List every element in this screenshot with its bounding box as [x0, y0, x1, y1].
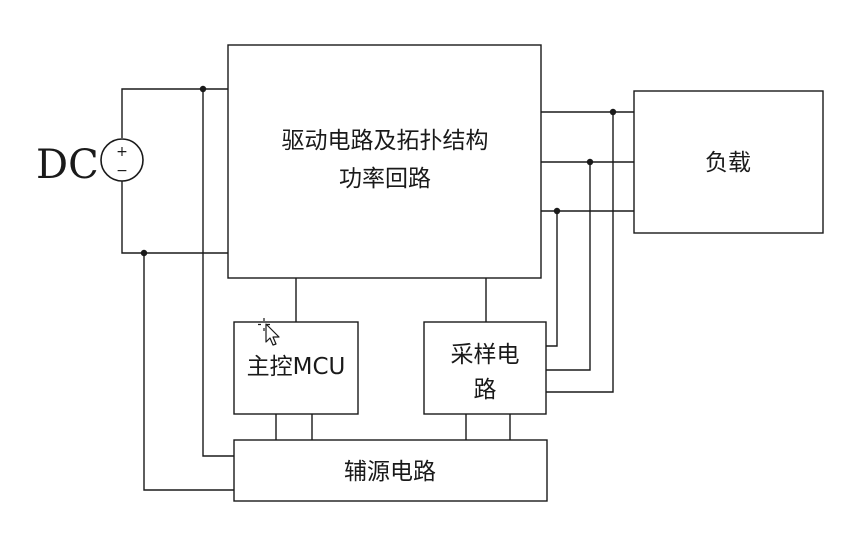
power-stage-block [227, 44, 542, 279]
load-label: 负载 [705, 150, 751, 176]
dc-label: DC [36, 142, 99, 188]
sampling-label-line1: 采样电 [451, 342, 520, 368]
junction-dot [553, 207, 561, 215]
dc-positive-wire [121, 88, 228, 138]
mcu-label: 主控MCU [247, 354, 346, 380]
power-stage-label-line1: 驱动电路及拓扑结构 [282, 128, 489, 154]
sample-tap-c-wire [546, 211, 558, 347]
aux-positive-feed-wire [202, 89, 234, 457]
junction-dot [140, 249, 148, 257]
power-stage-label-line2: 功率回路 [339, 166, 431, 192]
sample-tap-a-wire [546, 112, 614, 393]
dc-source-icon [100, 138, 144, 182]
dc-plus-sign: + [116, 144, 128, 160]
aux-negative-feed-wire [143, 253, 234, 491]
junction-dot [199, 85, 207, 93]
load-block [633, 90, 824, 234]
mouse-pointer-icon [258, 318, 280, 346]
sampling-label-line2: 路 [474, 377, 497, 403]
aux-power-label: 辅源电路 [344, 459, 436, 485]
dc-minus-sign: − [116, 163, 128, 179]
aux-power-block [233, 439, 548, 502]
mcu-block [233, 321, 359, 415]
junction-dot [609, 108, 617, 116]
sampling-block [423, 321, 547, 415]
dc-negative-wire [121, 181, 228, 254]
sample-tap-b-wire [546, 162, 591, 371]
junction-dot [586, 158, 594, 166]
